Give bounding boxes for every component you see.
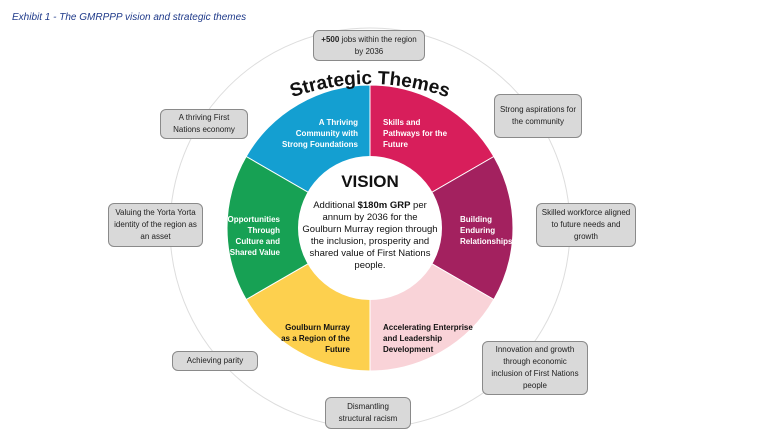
theme-culture-shared-value: Opportunities Through Culture and Shared… [227, 215, 280, 257]
theme-skills-pathways: Skills and Pathways for the Future [383, 118, 448, 149]
outcome-innovation: Innovation and growth through economic i… [482, 341, 588, 395]
vision-circle [298, 156, 442, 300]
theme-enduring-relationships: Building Enduring Relationships [460, 215, 513, 246]
exhibit-title: Exhibit 1 - The GMRPPP vision and strate… [12, 12, 247, 23]
vision-title: VISION [341, 172, 399, 191]
outcome-racism: Dismantling structural racism [325, 397, 411, 429]
outcome-aspirations: Strong aspirations for the community [494, 94, 582, 138]
vision-statement: Additional $180m GRP per annum by 2036 f… [302, 200, 438, 271]
outcome-first-nations-economy: A thriving First Nations economy [160, 109, 248, 139]
outcome-parity: Achieving parity [172, 351, 258, 371]
outcome-workforce: Skilled workforce aligned to future need… [536, 203, 636, 247]
theme-region-of-future: Goulburn Murray as a Region of the Futur… [281, 323, 350, 354]
outcome-jobs: +500 jobs within the region by 2036 [313, 30, 425, 61]
outcome-yorta-yorta: Valuing the Yorta Yorta identity of the … [108, 203, 203, 247]
theme-thriving-community: A Thriving Community with Strong Foundat… [282, 118, 358, 149]
theme-accelerating-enterprise: Accelerating Enterprise and Leadership D… [383, 323, 473, 354]
